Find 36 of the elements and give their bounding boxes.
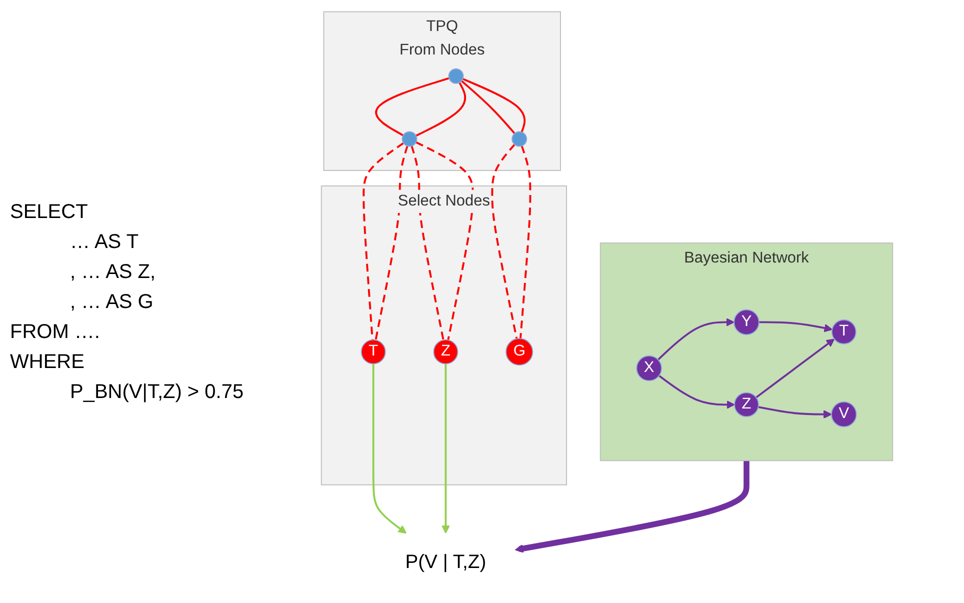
node-circle: Z: [433, 339, 458, 364]
connector: [375, 77, 450, 136]
arrow: [372, 364, 407, 534]
node-text: P(V | T,Z): [405, 552, 486, 573]
node-circle: [402, 131, 418, 147]
query-text: , … AS G: [69, 290, 154, 314]
arrow: [758, 321, 833, 332]
query-text: , … AS Z,: [69, 260, 157, 284]
arrow: [658, 374, 735, 409]
node-circle: Y: [734, 309, 760, 336]
node-circle: Z: [734, 392, 759, 418]
node-circle: T: [360, 339, 386, 364]
query-text: FROM ….: [10, 320, 101, 344]
node-circle: [448, 68, 464, 84]
node-circle: V: [831, 401, 857, 428]
arrow: [441, 364, 450, 534]
connector: [491, 144, 518, 339]
node-circle: G: [506, 338, 534, 366]
arrow: [758, 406, 832, 419]
connector: [416, 141, 474, 340]
query-text: … AS T: [69, 230, 140, 254]
arrow: [756, 338, 835, 398]
connector: [416, 82, 466, 137]
connector: [460, 80, 516, 134]
connector: [462, 78, 526, 132]
node-circle: T: [831, 319, 856, 344]
connector: [519, 146, 532, 339]
node-circle: [512, 131, 528, 147]
query-text: WHERE: [10, 350, 86, 374]
arrow: [657, 318, 734, 360]
query-text: SELECT: [10, 200, 89, 224]
cluster: TPQ From Nodes: [323, 11, 561, 171]
connector: [410, 146, 444, 340]
arrow: [514, 460, 750, 553]
connector: [374, 146, 408, 340]
node-circle: X: [636, 355, 662, 382]
